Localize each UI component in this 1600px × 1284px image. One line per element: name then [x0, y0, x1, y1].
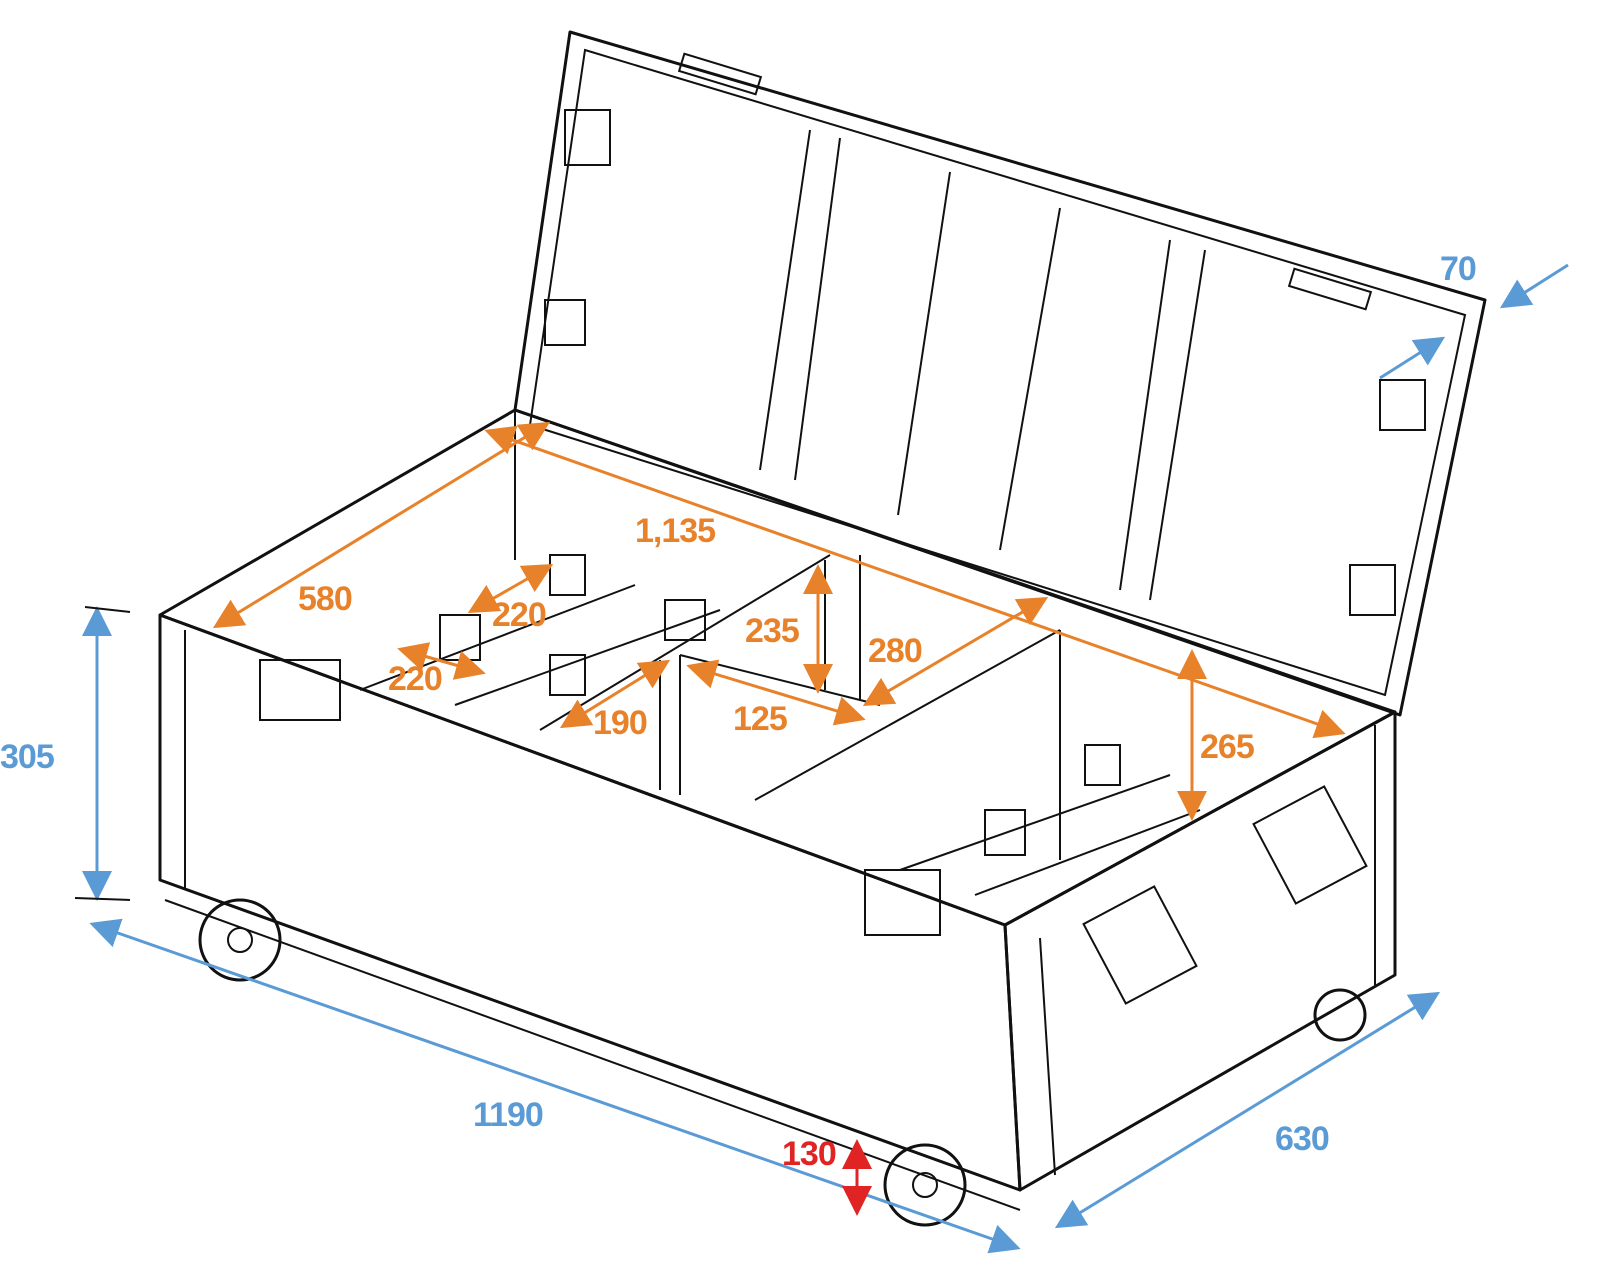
dim-line-depth [1054, 991, 1441, 1229]
label-compartment-depth-c: 190 [593, 704, 648, 742]
label-compartment-depth-a: 220 [388, 660, 443, 698]
dim-line-inner-length [484, 425, 1346, 739]
dim-line-inner-depth [212, 421, 551, 629]
label-wheel-height: 130 [782, 1135, 837, 1173]
label-lid-height: 70 [1440, 250, 1477, 288]
label-compartment-width-a: 220 [492, 596, 547, 634]
label-compartment-depth-b: 280 [868, 632, 923, 670]
label-inner-length: 1,135 [635, 512, 716, 550]
lid [513, 30, 1487, 717]
label-height: 305 [0, 738, 55, 776]
label-divider-height: 235 [745, 612, 800, 650]
label-compartment-width-c: 125 [733, 700, 788, 738]
label-interior-height: 265 [1200, 728, 1255, 766]
dim-line-length [89, 918, 1021, 1254]
dim-line-lid [1499, 263, 1569, 309]
label-depth: 630 [1275, 1120, 1330, 1158]
label-length: 1190 [473, 1096, 544, 1134]
label-inner-depth: 580 [298, 580, 353, 618]
